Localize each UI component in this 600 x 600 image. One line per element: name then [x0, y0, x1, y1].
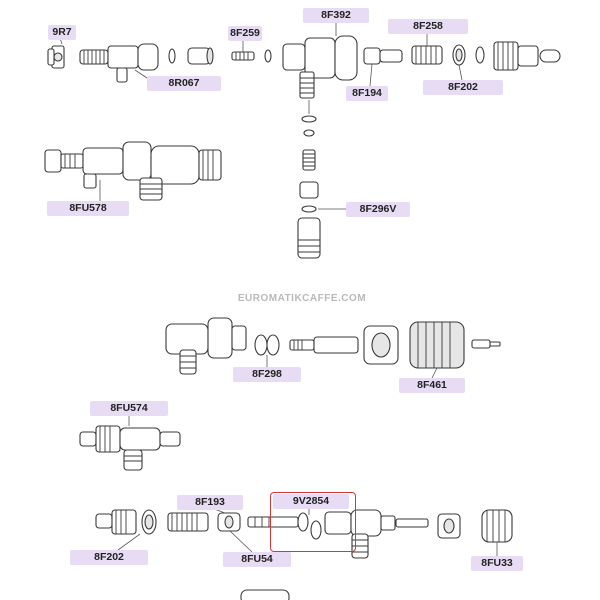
- label-8fu574[interactable]: 8FU574: [90, 401, 168, 416]
- part-vertical-sleeve[interactable]: [299, 181, 319, 199]
- label-8fu578[interactable]: 8FU578: [47, 201, 129, 216]
- part-8fu33-cap[interactable]: [481, 509, 513, 543]
- label-8f202-top[interactable]: 8F202: [423, 80, 503, 95]
- label-8f193[interactable]: 8F193: [177, 495, 243, 510]
- part-9v2854-washers[interactable]: [297, 512, 322, 540]
- part-8f258-spring[interactable]: [411, 45, 443, 65]
- part-bottom-nut[interactable]: [437, 513, 461, 539]
- partial-part-bottom-edge: [240, 589, 290, 600]
- part-9r7-nut[interactable]: [47, 45, 65, 69]
- label-8r067[interactable]: 8R067: [147, 76, 221, 91]
- part-vertical-spring[interactable]: [302, 149, 316, 171]
- part-vertical-washer[interactable]: [301, 115, 317, 137]
- part-washer-b[interactable]: [264, 49, 272, 63]
- part-8f202-washer-top[interactable]: [452, 44, 485, 66]
- highlight-9v2854: [270, 492, 356, 552]
- part-8r067-fitting[interactable]: [79, 43, 159, 83]
- label-8fu33[interactable]: 8FU33: [471, 556, 523, 571]
- part-bottom-tee[interactable]: [324, 509, 396, 559]
- part-8fu578-assembly[interactable]: [44, 141, 222, 201]
- part-8f193[interactable]: [217, 512, 241, 532]
- label-8f194[interactable]: 8F194: [346, 86, 388, 101]
- part-8f392-valve-body[interactable]: [282, 35, 358, 99]
- label-8f461[interactable]: 8F461: [399, 378, 465, 393]
- part-sleeve[interactable]: [187, 47, 214, 65]
- label-9r7[interactable]: 9R7: [48, 25, 76, 40]
- part-8f202-washer-bottom[interactable]: [141, 509, 157, 535]
- part-bottom-fitting[interactable]: [95, 509, 137, 535]
- part-end-fitting[interactable]: [493, 41, 561, 71]
- label-8f202-bottom[interactable]: 8F202: [70, 550, 148, 565]
- part-8f194-piston[interactable]: [363, 47, 403, 65]
- label-8fu54[interactable]: 8FU54: [223, 552, 291, 567]
- label-8f298[interactable]: 8F298: [233, 367, 301, 382]
- part-8f461-knob[interactable]: [409, 321, 465, 369]
- label-8f259[interactable]: 8F259: [228, 26, 262, 41]
- part-8f296v[interactable]: [297, 205, 321, 259]
- watermark: EUROMATIKCAFFE.COM: [237, 293, 367, 304]
- part-washer-a[interactable]: [168, 48, 176, 64]
- part-bottom-spring[interactable]: [167, 512, 209, 532]
- part-middle-tee[interactable]: [165, 317, 247, 375]
- part-8fu574-assembly[interactable]: [79, 425, 181, 471]
- part-middle-stem[interactable]: [289, 336, 359, 354]
- part-bottom-rod[interactable]: [395, 518, 429, 528]
- label-8f258[interactable]: 8F258: [388, 19, 468, 34]
- part-middle-nut[interactable]: [363, 325, 399, 365]
- part-8f259-spring[interactable]: [231, 51, 255, 61]
- label-8f392[interactable]: 8F392: [303, 8, 369, 23]
- part-middle-screw[interactable]: [471, 339, 501, 349]
- label-8f296v[interactable]: 8F296V: [346, 202, 410, 217]
- label-9v2854[interactable]: 9V2854: [273, 494, 349, 509]
- part-8fu54-stem[interactable]: [247, 516, 299, 528]
- part-8f298-washers[interactable]: [254, 334, 280, 356]
